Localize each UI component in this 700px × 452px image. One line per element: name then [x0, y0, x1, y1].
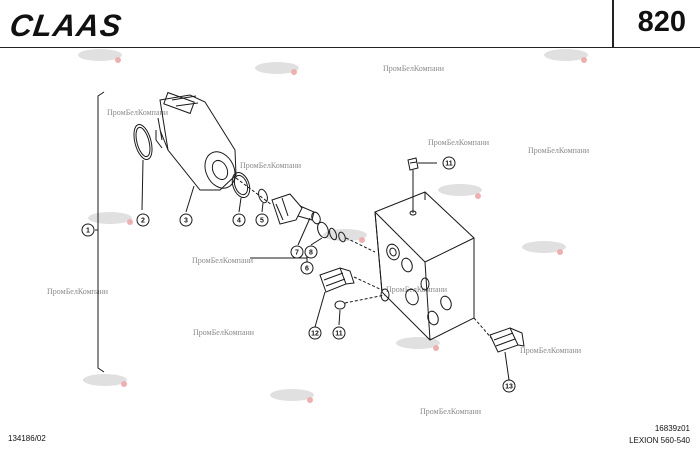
watermark-text: ПромБелКомпани [428, 138, 490, 147]
o-ring-part-2 [133, 123, 153, 161]
fitting-part-13 [473, 317, 525, 353]
fitting-part-12 [319, 267, 383, 293]
callout-label: 8 [309, 250, 313, 257]
watermark-text: ПромБелКомпани [383, 64, 445, 73]
document-number: 134186/02 [8, 434, 46, 443]
callout-label: 11 [335, 331, 343, 338]
watermark-text: ПромБелКомпани [520, 346, 582, 355]
seal-part-7-8 [317, 221, 346, 243]
o-ring-part-4 [231, 171, 251, 199]
callout-labels: 1 2 3 4 5 6 7 8 11 12 11 13 [86, 161, 513, 391]
centre-lines [235, 177, 376, 253]
callout-circles [81, 156, 516, 393]
callout-label: 3 [184, 218, 188, 225]
plug-part-11-lower [334, 294, 386, 310]
watermark-text: ПромБелКомпани [528, 146, 590, 155]
assembly-bracket [97, 91, 105, 373]
callout-label: 12 [311, 331, 319, 338]
drawing-id: 16839z01 [654, 424, 690, 433]
watermark-text: ПромБелКомпани [386, 285, 448, 294]
watermark-logo [78, 49, 588, 403]
watermark-text: ПромБелКомпани [193, 328, 255, 337]
callout-label: 11 [445, 161, 453, 168]
watermark-text: ПромБелКомпани [192, 256, 254, 265]
plug-part-11-top [407, 157, 419, 171]
model-name: LEXION 560-540 [629, 436, 690, 445]
header-divider [612, 0, 614, 47]
watermark-text: ПромБелКомпани [420, 407, 482, 416]
valve-cartridge [271, 193, 321, 225]
leader-lines [95, 159, 510, 381]
callout-label: 5 [260, 218, 264, 225]
callout-label: 7 [295, 250, 299, 257]
callout-label: 13 [505, 384, 513, 391]
watermark-text: ПромБелКомпани [107, 108, 169, 117]
watermark-text: ПромБелКомпани [47, 287, 109, 296]
o-ring-part-5 [258, 188, 268, 204]
callout-label: 4 [237, 218, 241, 225]
watermark-text: ПромБелКомпани [240, 161, 302, 170]
callout-label: 6 [305, 266, 309, 273]
callout-label: 1 [86, 228, 90, 235]
callout-label: 2 [141, 218, 145, 225]
solenoid-coil-part-3 [155, 91, 237, 191]
header-bar [0, 0, 700, 48]
page-number: 820 [637, 6, 686, 38]
